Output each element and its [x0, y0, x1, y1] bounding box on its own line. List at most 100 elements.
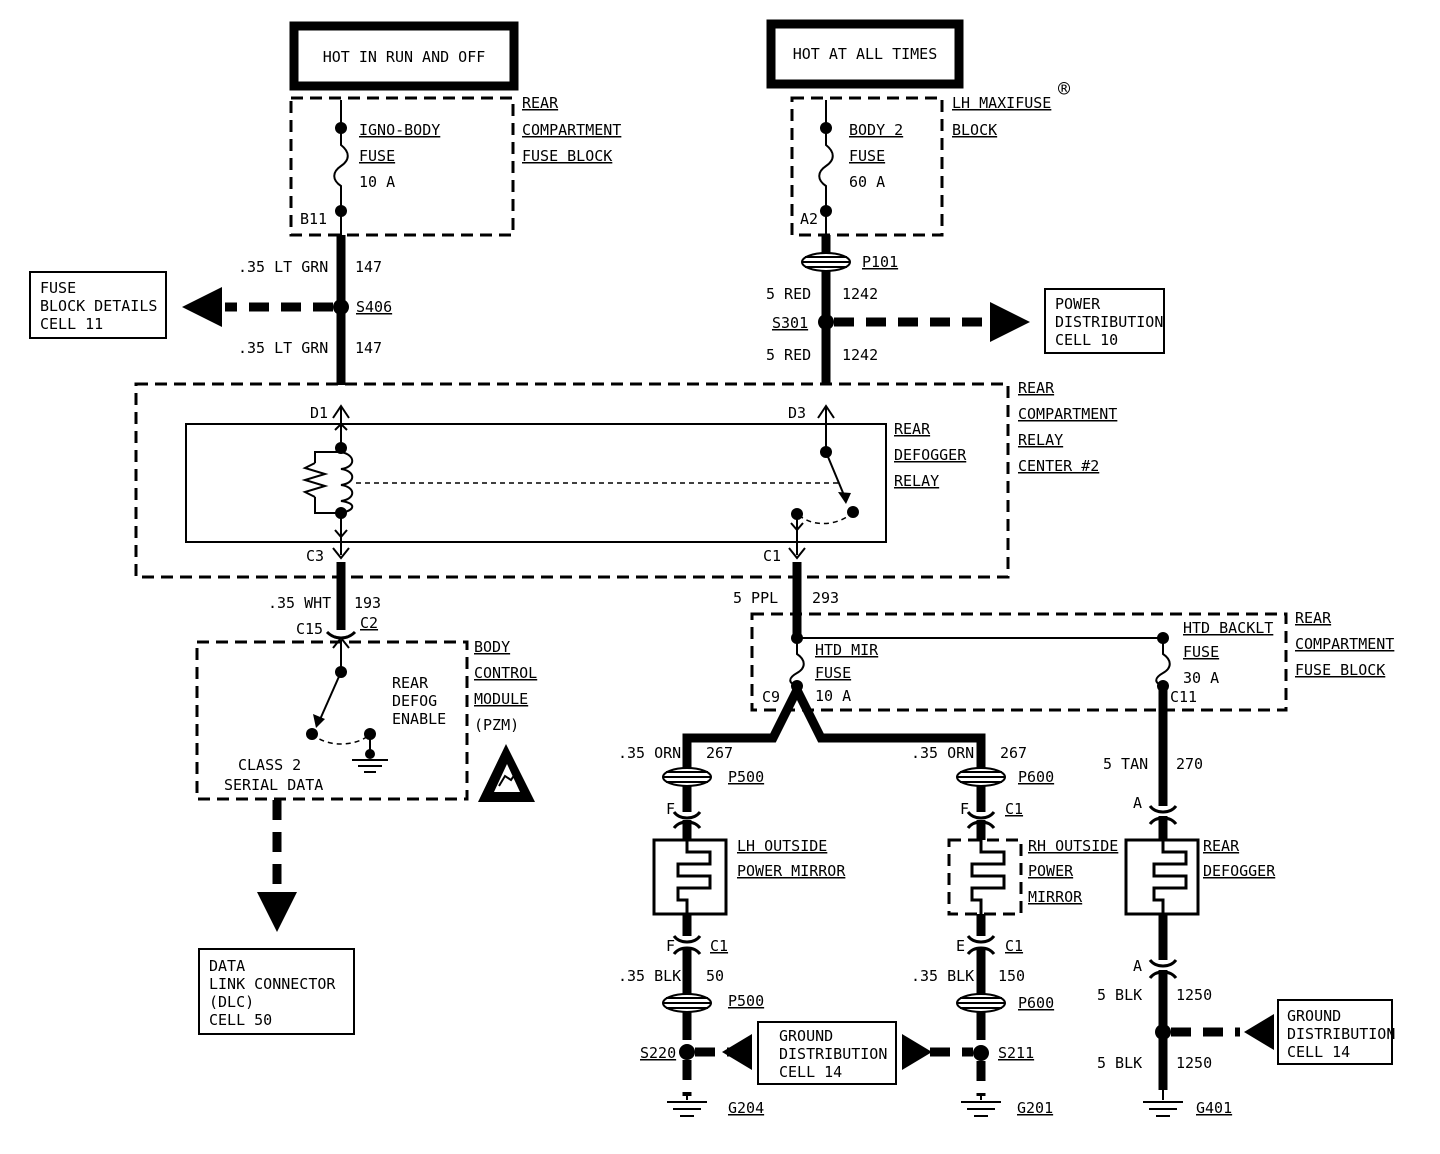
rear-fuse-block-label-1: REAR [522, 94, 559, 112]
splice-s220: S220 [640, 1044, 676, 1062]
rear-fuse-block-bottom-l1: REAR [1295, 609, 1332, 627]
wire-1242-circuit-top: 1242 [842, 285, 878, 303]
wire-147-circuit-top: 147 [355, 258, 382, 276]
rear-defogger-name-1: REAR [1203, 837, 1240, 855]
bcm-label-3: MODULE [474, 690, 528, 708]
ground-mid-l2: DISTRIBUTION [779, 1045, 887, 1063]
connector-p101-label: P101 [862, 253, 898, 271]
htd-backlt-fuse-word: FUSE [1183, 643, 1219, 661]
rh-mirror-heater-icon [970, 840, 1006, 914]
power-dist-ref-l2: DISTRIBUTION [1055, 313, 1163, 331]
rh-pin-f: F [960, 800, 969, 818]
wire-1250-circuit-top: 1250 [1176, 986, 1212, 1004]
lh-mirror-name-1: LH OUTSIDE [737, 837, 827, 855]
lh-connector-p500: P500 [728, 768, 764, 786]
terminal-d3: D3 [788, 404, 806, 422]
arrow-to-dlc [257, 892, 297, 932]
pin-c9: C9 [762, 688, 780, 706]
bcm-switch-arm [317, 671, 342, 725]
arrow-mid-right [902, 1034, 932, 1070]
igno-body-fuse-rating: 10 A [359, 173, 395, 191]
rear-fuse-block-label-3: FUSE BLOCK [522, 147, 612, 165]
relay-coil [340, 451, 354, 514]
lh-connector-p500-bottom: P500 [728, 992, 764, 1010]
rh-wire-150-gauge: .35 BLK [911, 967, 974, 985]
relay-label-1: REAR [894, 420, 931, 438]
connector-c15: C15 [296, 620, 323, 638]
arrow-right-ground [1244, 1014, 1274, 1050]
rear-fuse-block-top [289, 96, 515, 237]
wire-147-gauge-bottom: .35 LT GRN [238, 339, 328, 357]
bcm-label-2: CONTROL [474, 664, 537, 682]
power-distribution-ref[interactable] [1044, 288, 1165, 354]
defogger-pin-a-top: A [1133, 794, 1142, 812]
dlc-ref-l1: DATA [209, 957, 245, 975]
maxifuse-label-1: LH MAXIFUSE [952, 94, 1051, 112]
terminal-c3: C3 [306, 547, 324, 565]
rear-defogger-name-2: DEFOGGER [1203, 862, 1276, 880]
defogger-pin-a-bottom: A [1133, 957, 1142, 975]
pin-a2: A2 [800, 210, 818, 228]
bcm-class2: CLASS 2 [238, 756, 301, 774]
hot-all-times-box [766, 19, 964, 89]
rh-wire-150-circuit: 150 [998, 967, 1025, 985]
wire-1242-gauge-bottom: 5 RED [766, 346, 811, 364]
relay-label-3: RELAY [894, 472, 939, 490]
htd-mir-fuse-name: HTD MIR [815, 641, 879, 659]
rh-pin-c1-bottom: C1 [1005, 937, 1023, 955]
bcm-enable: ENABLE [392, 710, 446, 728]
rh-wire-267-gauge: .35 ORN [911, 744, 974, 762]
lh-wire-267-gauge: .35 ORN [618, 744, 681, 762]
lh-pin-c1: C1 [710, 937, 728, 955]
wire-147-circuit-bottom: 147 [355, 339, 382, 357]
pin-c11: C11 [1170, 688, 1197, 706]
hot-run-off-label: HOT IN RUN AND OFF [323, 48, 486, 66]
body2-fuse-rating: 60 A [849, 173, 885, 191]
rh-connector-p600: P600 [1018, 768, 1054, 786]
htd-mir-fuse-rating: 10 A [815, 687, 851, 705]
rear-fuse-block-label-2: COMPARTMENT [522, 121, 621, 139]
relay-center-l1: REAR [1018, 379, 1055, 397]
bcm-defog: DEFOG [392, 692, 437, 710]
ground-distribution-ref-right[interactable] [1277, 999, 1393, 1065]
splice-s211: S211 [998, 1044, 1034, 1062]
dlc-ref[interactable] [198, 948, 355, 1035]
body2-fuse-name: BODY 2 [849, 121, 903, 139]
rh-mirror-name-3: MIRROR [1028, 888, 1083, 906]
wire-1250-gauge-bottom: 5 BLK [1097, 1054, 1142, 1072]
ground-mid-l3: CELL 14 [779, 1063, 842, 1081]
fuse-block-ref-l1: FUSE [40, 279, 76, 297]
ground-distribution-ref-mid[interactable] [757, 1021, 897, 1085]
power-dist-ref-l1: POWER [1055, 295, 1101, 313]
ground-g204: G204 [728, 1099, 764, 1117]
wire-270-circuit: 270 [1176, 755, 1203, 773]
wire-1242-circuit-bottom: 1242 [842, 346, 878, 364]
pin-b11: B11 [300, 210, 327, 228]
ground-mid-l1: GROUND [779, 1027, 833, 1045]
lh-maxifuse-block [790, 96, 944, 237]
arrow-to-power-distribution [990, 302, 1030, 342]
body2-fuse-word: FUSE [849, 147, 885, 165]
terminal-c1: C1 [763, 547, 781, 565]
htd-backlt-fuse-name: HTD BACKLT [1183, 619, 1273, 637]
rear-fuse-block-bottom-l2: COMPARTMENT [1295, 635, 1394, 653]
lh-mirror-heater-icon [676, 840, 712, 914]
ground-g201: G201 [1017, 1099, 1053, 1117]
lh-mirror-name-2: POWER MIRROR [737, 862, 846, 880]
wire-1250-gauge-top: 5 BLK [1097, 986, 1142, 1004]
relay-center-l3: RELAY [1018, 431, 1063, 449]
igno-body-fuse-name: IGNO-BODY [359, 121, 440, 139]
rh-connector-p600-bottom: P600 [1018, 994, 1054, 1012]
registered-mark: ® [1058, 77, 1071, 101]
wire-147-gauge-top: .35 LT GRN [238, 258, 328, 276]
igno-body-fuse-word: FUSE [359, 147, 395, 165]
htd-mir-fuse-word: FUSE [815, 664, 851, 682]
fuse-block-details-ref[interactable] [29, 271, 167, 339]
rear-fuse-block-bottom-l3: FUSE BLOCK [1295, 661, 1385, 679]
bcm-label-1: BODY [474, 638, 510, 656]
splice-s406: S406 [356, 298, 392, 316]
rear-defogger-relay [185, 423, 887, 543]
wire-1250-circuit-bottom: 1250 [1176, 1054, 1212, 1072]
rh-pin-e: E [956, 937, 965, 955]
